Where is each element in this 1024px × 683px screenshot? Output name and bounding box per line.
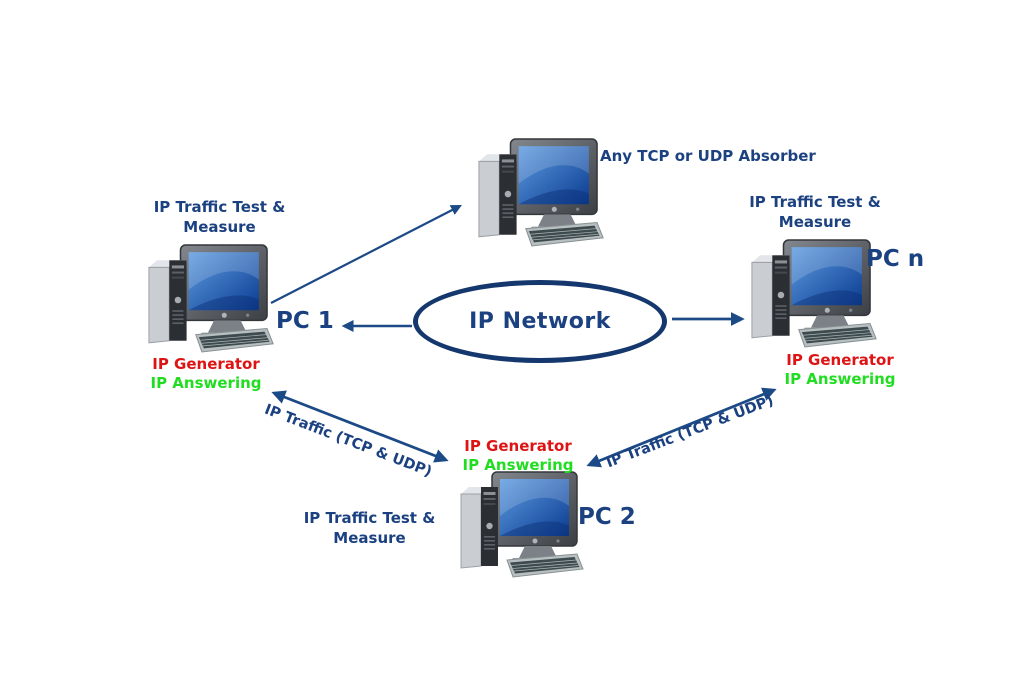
pc2-name: PC 2 — [578, 504, 636, 530]
absorber-label: Any TCP or UDP Absorber — [600, 147, 816, 165]
pcn-generator-label: IP Generator — [786, 351, 894, 369]
pc1-pc2-traffic-label: IP Traffic (TCP & UDP) — [262, 401, 434, 481]
pcn-computer-icon — [744, 238, 880, 350]
ip-network-label: IP Network — [469, 309, 611, 334]
ip-network-ellipse: IP Network — [413, 280, 667, 363]
pc1-computer-icon — [140, 243, 278, 355]
pc2-generator-label: IP Generator — [464, 437, 572, 455]
pcn-answering-label: IP Answering — [784, 370, 896, 388]
pc2-computer-icon — [452, 470, 588, 580]
pc2-roles: IP Generator IP Answering — [458, 437, 578, 475]
pc1-name: PC 1 — [276, 308, 334, 334]
pcn-name: PC n — [866, 246, 925, 272]
pc1-caption: IP Traffic Test & Measure — [153, 198, 286, 236]
pc1-answering-label: IP Answering — [150, 374, 262, 392]
pcn-roles: IP Generator IP Answering — [780, 351, 900, 389]
pc2-caption: IP Traffic Test & Measure — [303, 509, 436, 547]
pc1-roles: IP Generator IP Answering — [146, 355, 266, 393]
absorber-computer-icon — [470, 137, 608, 249]
pc2-answering-label: IP Answering — [462, 456, 574, 474]
pc2-pcn-traffic-label: IP Traffic (TCP & UDP) — [604, 392, 776, 472]
pc1-generator-label: IP Generator — [152, 355, 260, 373]
pcn-caption: IP Traffic Test & Measure — [749, 193, 881, 231]
